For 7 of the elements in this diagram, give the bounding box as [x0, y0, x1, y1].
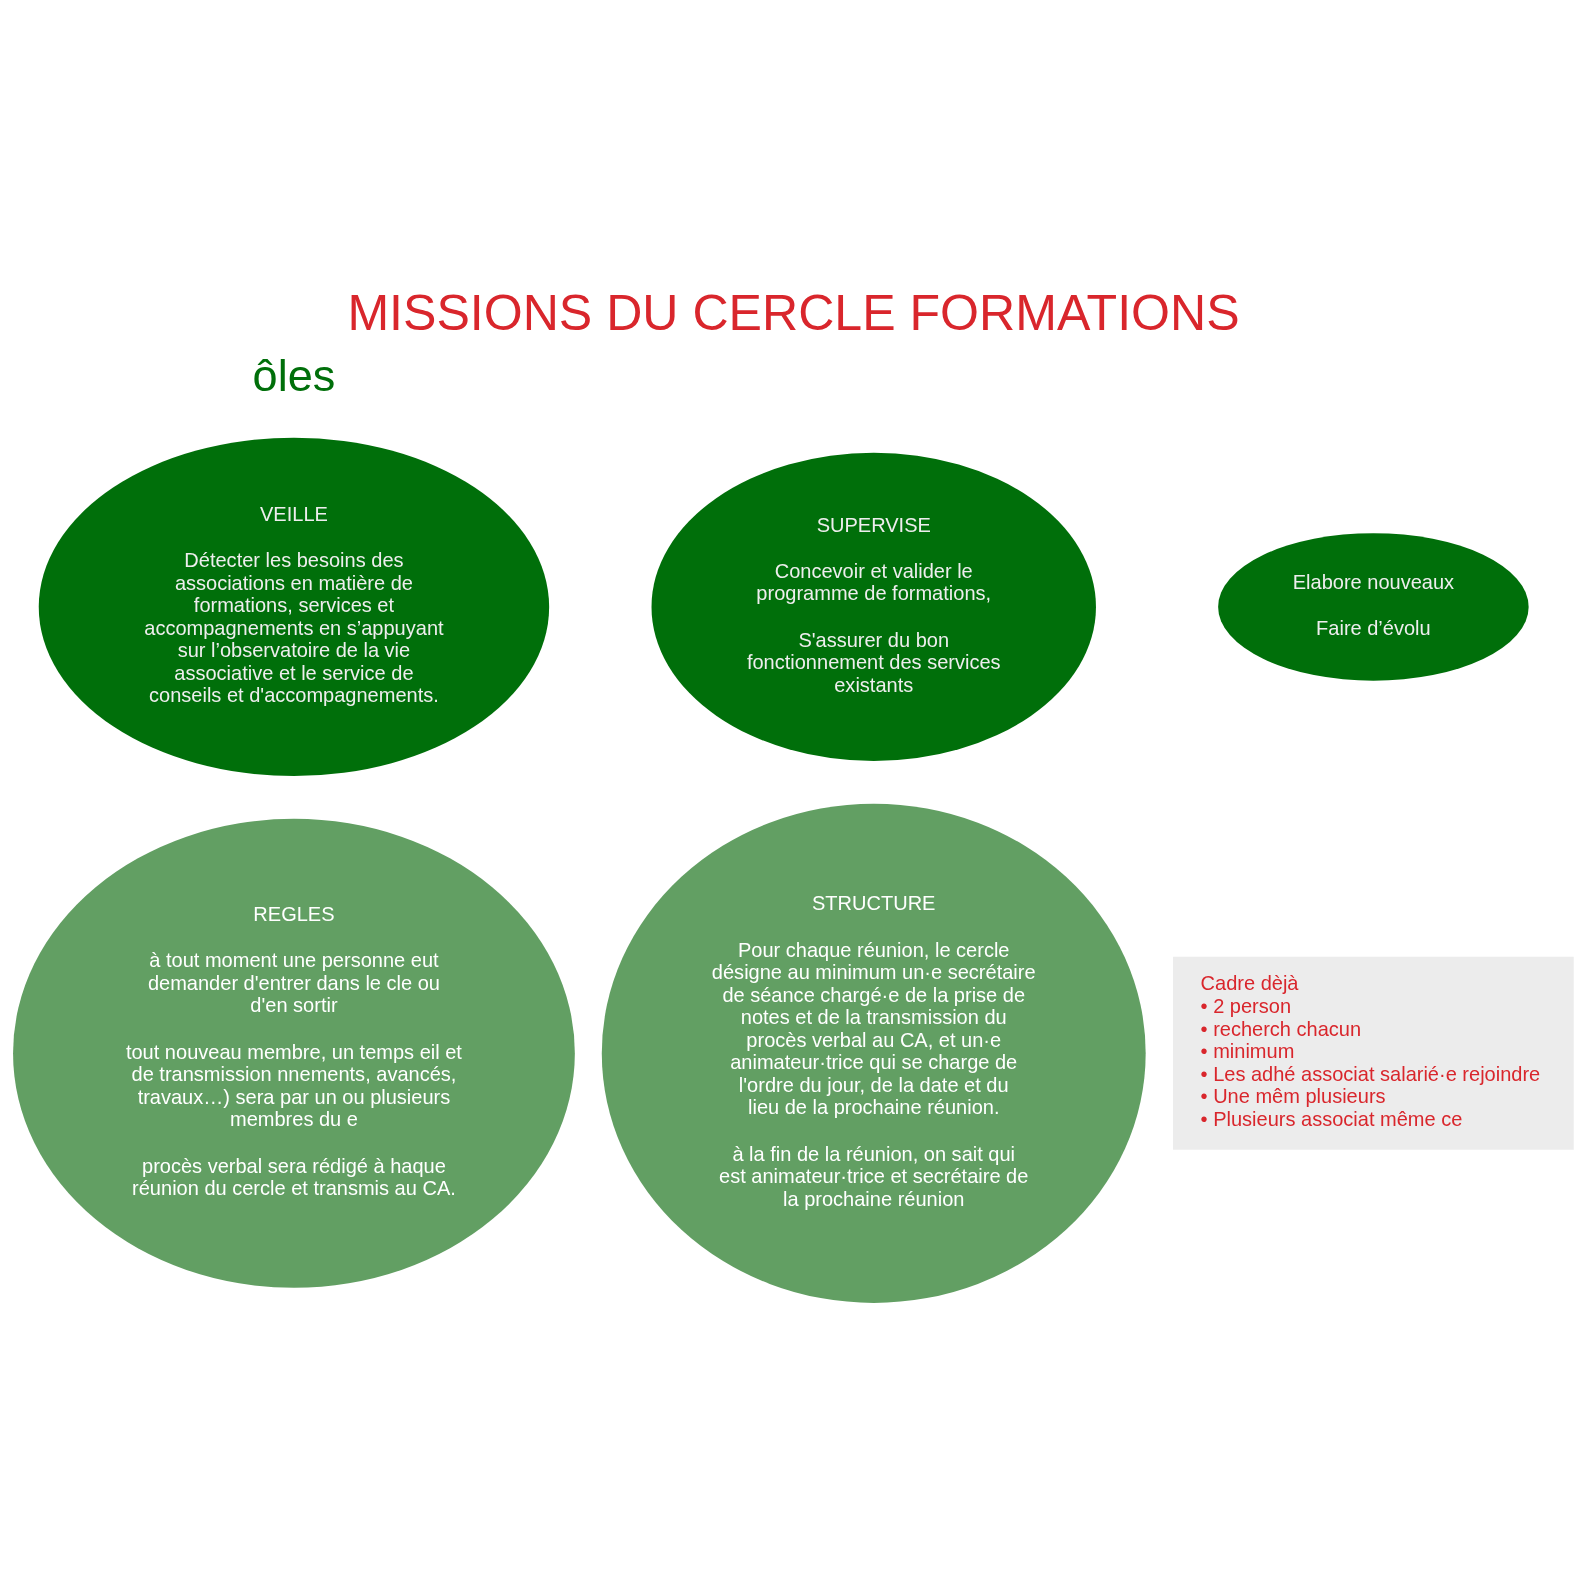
node-circle: STRUCTURE Pour chaque réunion, le cercle désigne au minimum un·e secrétaire de séance chargé·e de la prise de notes et de la transmission du procès verbal au CA, et un·e animateur·trice qui se charge de l'ordre du jour, de la date et du lieu de la prochaine réunion. à la fin de la réunion, on sait qui est animateur·trice et secrétaire de la prochaine réunion — [601, 803, 1146, 1303]
node-ellipse: REGLES à tout moment une personne eut demander d'entrer dans le cle ou d'en sortir tout nouveau membre, un temps eil et de transmission nnements, avancés, travaux…) sera par un ou plusieurs membres du e procès verbal sera rédigé à haque réunion du cercle et transmis au CA. — [13, 818, 575, 1288]
label: ôles — [252, 349, 336, 401]
node-ellipse: VEILLE Détecter les besoins des associations en matière de formations, services et accompagnements en s’appuyant sur l’observatoire de la vie associative et le service de conseils et d'accompagnements. — [38, 437, 550, 776]
node-ellipse: Elabore nouveaux Faire d’évolu — [1218, 532, 1529, 681]
node-ellipse: SUPERVISE Concevoir et valider le programme de formations, S'assurer du bon fonctionnement des services existants — [651, 452, 1096, 761]
diagram-title: MISSIONS DU CERCLE FORMATIONS — [347, 284, 1240, 341]
